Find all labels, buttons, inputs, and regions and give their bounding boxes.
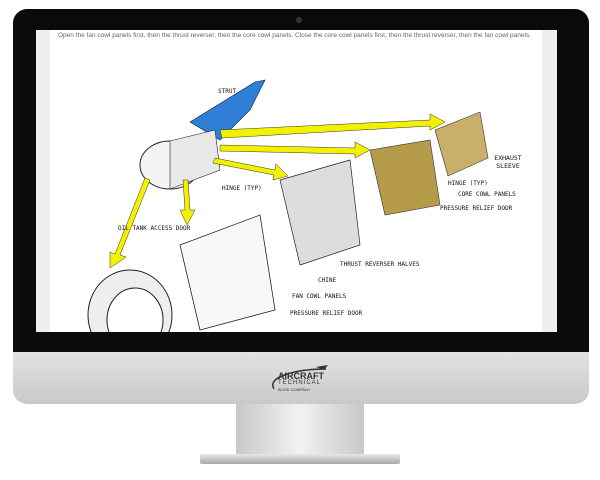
instruction-text: Open the fan cowl panels first, then the… — [58, 32, 531, 39]
inlet-cowl — [87, 269, 173, 332]
engine-nacelle — [139, 129, 221, 190]
label-hinge-right: HINGE (TYP) — [448, 180, 488, 187]
label-pressure-relief-right: PRESSURE RELIEF DOOR — [440, 205, 513, 212]
label-thrust-reverser: THRUST REVERSER HALVES — [340, 261, 420, 268]
logo-line1: AIRCRAFT — [278, 371, 324, 381]
label-hinge-left: HINGE (TYP) — [222, 185, 262, 192]
document-page: Open the fan cowl panels first, then the… — [50, 30, 542, 332]
monitor-screen: Open the fan cowl panels first, then the… — [36, 30, 557, 332]
label-exhaust-sleeve: EXHAUST SLEEVE — [494, 154, 522, 170]
logo-line2: TECHNICAL — [278, 380, 322, 386]
label-strut: STRUT — [218, 88, 236, 95]
label-core-cowl: CORE COWL PANELS — [458, 191, 516, 198]
label-oil-tank: OIL TANK ACCESS DOOR — [118, 225, 191, 232]
airplane-swoosh-icon — [271, 365, 328, 390]
thrust-reverser-halves — [279, 159, 361, 266]
label-pressure-relief-left: PRESSURE RELIEF DOOR — [290, 310, 363, 317]
label-chine: CHINE — [318, 277, 336, 284]
camera-icon — [296, 17, 302, 23]
company-logo: AIRCRAFT TECHNICAL BOOK COMPANY — [266, 363, 336, 393]
label-fan-cowl: FAN COWL PANELS — [292, 293, 347, 300]
engine-cowl-diagram: STRUT HINGE (TYP) CORE COWL PANELS PRESS… — [87, 79, 516, 332]
logo-line3: BOOK COMPANY — [278, 387, 311, 392]
core-cowl-panels — [369, 139, 441, 216]
exhaust-sleeve — [434, 111, 489, 177]
monitor-stand — [236, 404, 364, 456]
monitor-base — [200, 454, 400, 464]
monitor-chin — [13, 352, 589, 404]
yellow-arrows — [109, 113, 446, 269]
fan-cowl-panels — [179, 214, 276, 331]
